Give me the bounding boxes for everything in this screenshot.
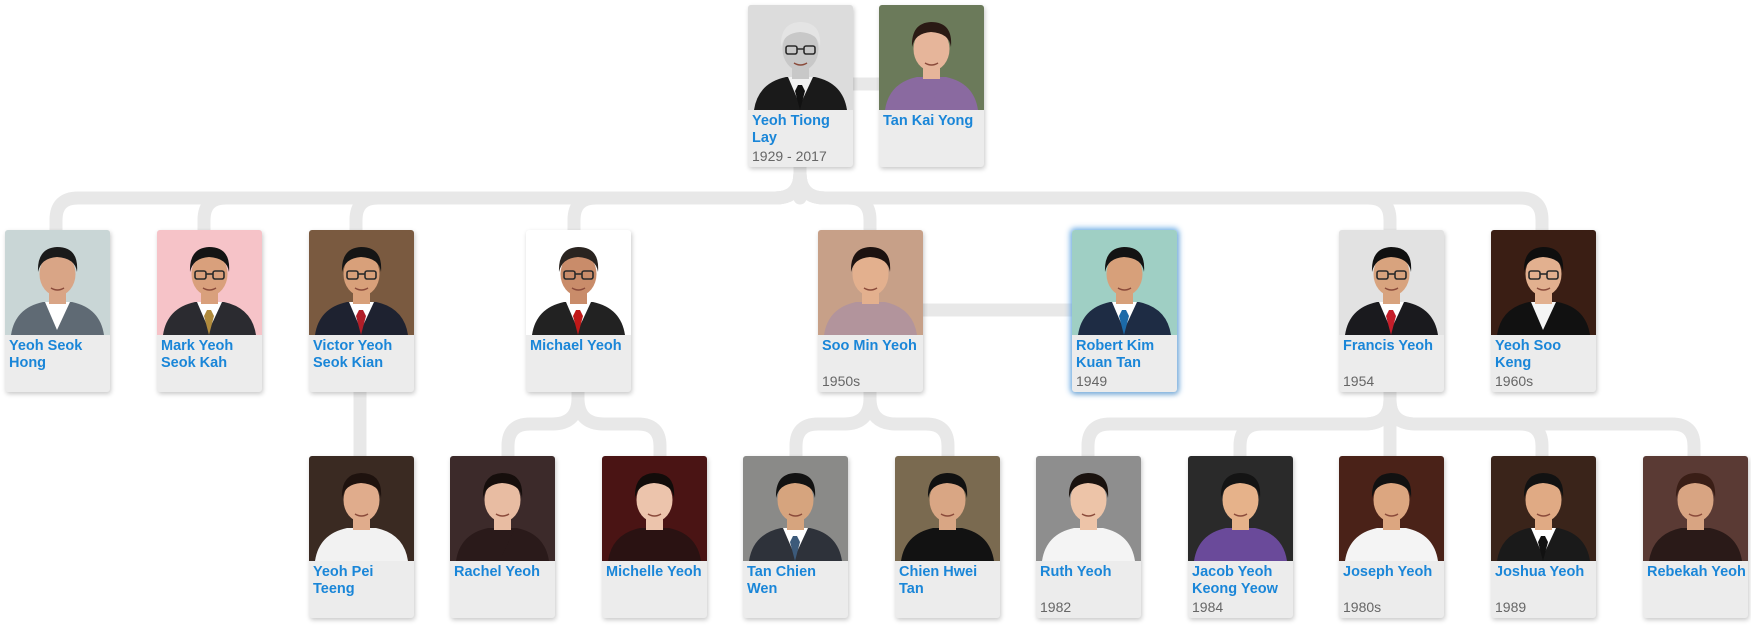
person-name[interactable]: Rachel Yeoh — [454, 564, 540, 580]
person-card-ruth-yeoh[interactable]: Ruth Yeoh 1982 — [1036, 456, 1141, 618]
child-branch-michael-yeoh — [567, 166, 807, 237]
person-dates: 1989 — [1495, 599, 1527, 615]
portrait-photo — [1036, 456, 1141, 561]
portrait-photo — [157, 230, 262, 335]
person-name[interactable]: Yeoh Soo Keng — [1495, 338, 1562, 371]
person-name[interactable]: Chien Hwei Tan — [899, 564, 978, 597]
portrait-photo — [5, 230, 110, 335]
person-name[interactable]: Yeoh Pei Teeng — [313, 564, 374, 597]
person-card-mark-yeoh-seok-kah[interactable]: Mark Yeoh Seok Kah — [157, 230, 262, 392]
child-branch-rebekah-yeoh — [1383, 393, 1701, 463]
person-card-michelle-yeoh[interactable]: Michelle Yeoh — [602, 456, 707, 618]
person-card-jacob-yeoh-keong-yeow[interactable]: Jacob Yeoh Keong Yeow 1984 — [1188, 456, 1293, 618]
child-branch-yeoh-soo-keng — [793, 166, 1549, 237]
person-name[interactable]: Mark Yeoh Seok Kah — [161, 338, 234, 371]
person-name[interactable]: Tan Kai Yong — [883, 113, 974, 129]
person-dates: 1954 — [1343, 373, 1375, 389]
person-card-tan-chien-wen[interactable]: Tan Chien Wen — [743, 456, 848, 618]
child-branch-rachel-yeoh — [501, 379, 585, 463]
person-dates: 1980s — [1343, 599, 1382, 615]
person-name[interactable]: Tan Chien Wen — [747, 564, 817, 597]
portrait-photo — [1491, 230, 1596, 335]
portrait-photo — [743, 456, 848, 561]
person-name[interactable]: Michael Yeoh — [530, 338, 622, 354]
person-card-francis-yeoh[interactable]: Francis Yeoh 1954 — [1339, 230, 1444, 392]
person-card-soo-min-yeoh[interactable]: Soo Min Yeoh 1950s — [818, 230, 923, 392]
person-card-rebekah-yeoh[interactable]: Rebekah Yeoh — [1643, 456, 1748, 618]
person-dates: 1929 - 2017 — [752, 148, 827, 164]
person-dates: 1960s — [1495, 373, 1534, 389]
portrait-photo — [879, 5, 984, 110]
person-name[interactable]: Yeoh Seok Hong — [9, 338, 83, 371]
portrait-photo — [1491, 456, 1596, 561]
person-dates: 1984 — [1192, 599, 1224, 615]
person-card-victor-yeoh-seok-kian[interactable]: Victor Yeoh Seok Kian — [309, 230, 414, 392]
person-card-yeoh-pei-teeng[interactable]: Yeoh Pei Teeng — [309, 456, 414, 618]
child-branch-michelle-yeoh — [571, 379, 667, 463]
person-name[interactable]: Joseph Yeoh — [1343, 564, 1433, 580]
portrait-photo — [1339, 456, 1444, 561]
person-card-chien-hwei-tan[interactable]: Chien Hwei Tan — [895, 456, 1000, 618]
person-dates: 1949 — [1076, 373, 1108, 389]
person-card-joseph-yeoh[interactable]: Joseph Yeoh 1980s — [1339, 456, 1444, 618]
person-card-yeoh-soo-keng[interactable]: Yeoh Soo Keng 1960s — [1491, 230, 1596, 392]
person-name[interactable]: Jacob Yeoh Keong Yeow — [1192, 564, 1278, 597]
portrait-photo — [309, 456, 414, 561]
child-branch-chien-hwei-tan — [863, 391, 955, 463]
portrait-photo — [526, 230, 631, 335]
person-name[interactable]: Francis Yeoh — [1343, 338, 1433, 354]
person-name[interactable]: Michelle Yeoh — [606, 564, 702, 580]
person-card-joshua-yeoh[interactable]: Joshua Yeoh 1989 — [1491, 456, 1596, 618]
portrait-photo — [1643, 456, 1748, 561]
person-name[interactable]: Ruth Yeoh — [1040, 564, 1112, 580]
person-name[interactable]: Robert Kim Kuan Tan — [1076, 338, 1155, 371]
person-card-yeoh-seok-hong[interactable]: Yeoh Seok Hong — [5, 230, 110, 392]
person-card-michael-yeoh[interactable]: Michael Yeoh — [526, 230, 631, 392]
portrait-photo — [895, 456, 1000, 561]
person-name[interactable]: Victor Yeoh Seok Kian — [313, 338, 393, 371]
person-card-rachel-yeoh[interactable]: Rachel Yeoh — [450, 456, 555, 618]
person-name[interactable]: Yeoh Tiong Lay — [752, 113, 830, 146]
portrait-photo — [309, 230, 414, 335]
portrait-photo — [1339, 230, 1444, 335]
person-card-tan-kai-yong[interactable]: Tan Kai Yong — [879, 5, 984, 167]
person-card-robert-kim-kuan-tan[interactable]: Robert Kim Kuan Tan 1949 — [1072, 230, 1177, 392]
portrait-photo — [818, 230, 923, 335]
person-dates: 1982 — [1040, 599, 1072, 615]
child-branch-jacob-yeoh — [1233, 393, 1397, 463]
child-branch-tan-chien-wen — [789, 391, 877, 463]
person-name[interactable]: Joshua Yeoh — [1495, 564, 1585, 580]
portrait-photo — [1072, 230, 1177, 335]
portrait-photo — [602, 456, 707, 561]
portrait-photo — [1188, 456, 1293, 561]
person-name[interactable]: Soo Min Yeoh — [822, 338, 917, 354]
person-name[interactable]: Rebekah Yeoh — [1647, 564, 1746, 580]
portrait-photo — [748, 5, 853, 110]
person-card-yeoh-tiong-lay[interactable]: Yeoh Tiong Lay 1929 - 2017 — [748, 5, 853, 167]
person-dates: 1950s — [822, 373, 861, 389]
portrait-photo — [450, 456, 555, 561]
